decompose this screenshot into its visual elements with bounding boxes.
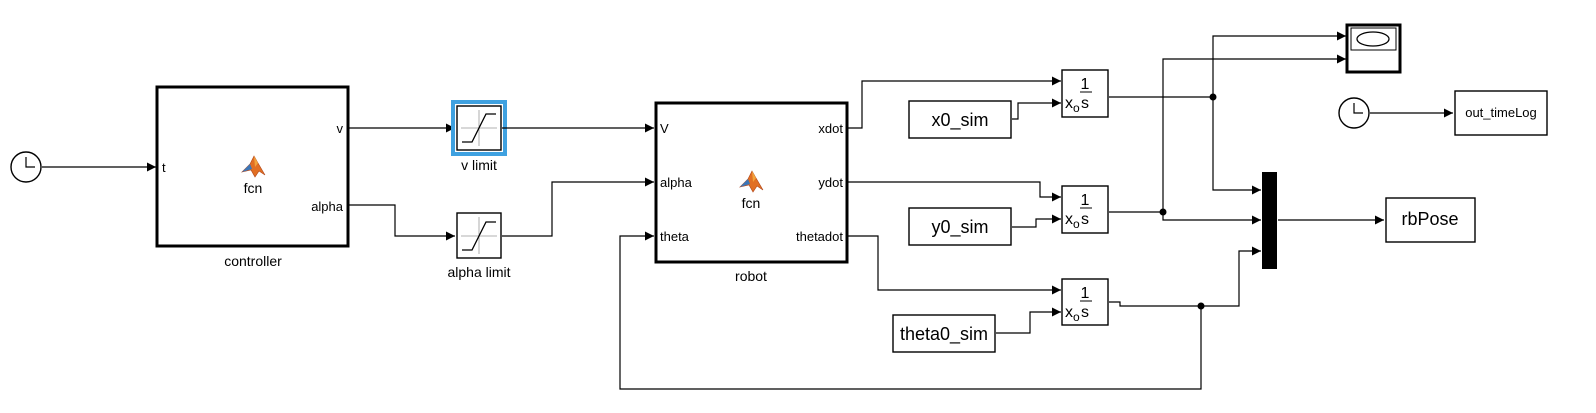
robot-port-thetadot: thetadot [796,229,843,244]
y0-sim-constant[interactable]: y0_sim [908,207,1012,246]
xy-graph-block[interactable] [1345,23,1402,74]
rbpose-block[interactable]: rbPose [1385,197,1476,243]
clock-block-2[interactable] [1338,97,1370,129]
wire-y-mux [1162,212,1261,225]
branch-point [1197,302,1205,310]
x0-sim-label: x0_sim [931,110,988,131]
wire-theta0 [996,307,1061,334]
integrator-ic-sub: o [1073,217,1080,231]
wire-x-scope [1212,31,1346,97]
branch-point [1159,208,1167,216]
out-timelog-block[interactable]: out_timeLog [1454,90,1548,136]
robot-port-ydot: ydot [818,175,843,190]
wire-xdot [848,76,1061,129]
integrator-num: 1 [1081,192,1090,209]
integrator-num: 1 [1081,285,1090,302]
alpha-limit-name[interactable]: alpha limit [447,264,510,280]
branch-point [1209,93,1217,101]
saturation-icon [462,113,496,143]
integrator-theta-block[interactable]: 1 s x o [1061,278,1109,326]
wire-alpha-robot [502,177,654,237]
integrator-den: s [1081,95,1089,112]
integrator-ic: x [1065,95,1073,112]
integrator-ic: x [1065,304,1073,321]
robot-block[interactable]: fcn V alpha theta xdot ydot thetadot [654,101,849,264]
robot-port-xdot: xdot [818,121,843,136]
robot-port-alpha: alpha [660,175,693,190]
xy-graph-icon [1356,31,1390,47]
controller-port-t: t [162,160,166,175]
integrator-y-block[interactable]: 1 s x o [1061,185,1109,234]
integrator-ic: x [1065,211,1073,228]
robot-name[interactable]: robot [735,268,767,284]
controller-name[interactable]: controller [224,253,282,269]
saturation-icon [462,221,496,251]
v-limit-name[interactable]: v limit [461,157,497,173]
x0-sim-constant[interactable]: x0_sim [908,100,1012,139]
robot-fcn-label: fcn [742,195,761,211]
mux-block[interactable] [1262,172,1277,269]
out-timelog-label: out_timeLog [1465,105,1537,120]
controller-port-alpha: alpha [311,199,344,214]
wire-theta-out [1109,301,1201,307]
integrator-num: 1 [1081,76,1090,93]
wire-y-scope [1162,54,1346,212]
wire-theta-feedback [619,231,1202,390]
wire-thetadot [848,235,1061,295]
controller-fcn-label: fcn [244,180,263,196]
rbpose-label: rbPose [1401,209,1458,229]
wire-x0 [1012,98,1061,120]
integrator-den: s [1081,304,1089,321]
alpha-limit-block[interactable] [456,212,502,259]
wire-ydot [848,181,1061,202]
v-limit-block[interactable] [451,100,507,156]
y0-sim-label: y0_sim [931,217,988,238]
wire-y0 [1012,214,1061,228]
integrator-x-block[interactable]: 1 s x o [1061,69,1109,118]
theta0-sim-constant[interactable]: theta0_sim [892,314,996,353]
clock-block[interactable] [10,151,42,183]
robot-port-theta: theta [660,229,690,244]
wire-alpha [349,204,455,241]
wire-x-mux [1212,97,1261,195]
controller-port-v: v [337,121,344,136]
controller-block[interactable]: fcn t v alpha [155,85,350,248]
theta0-sim-label: theta0_sim [900,324,988,345]
integrator-ic-sub: o [1073,101,1080,115]
robot-port-V: V [660,121,669,136]
integrator-den: s [1081,211,1089,228]
integrator-ic-sub: o [1073,310,1080,324]
wire-theta-mux [1201,246,1261,307]
